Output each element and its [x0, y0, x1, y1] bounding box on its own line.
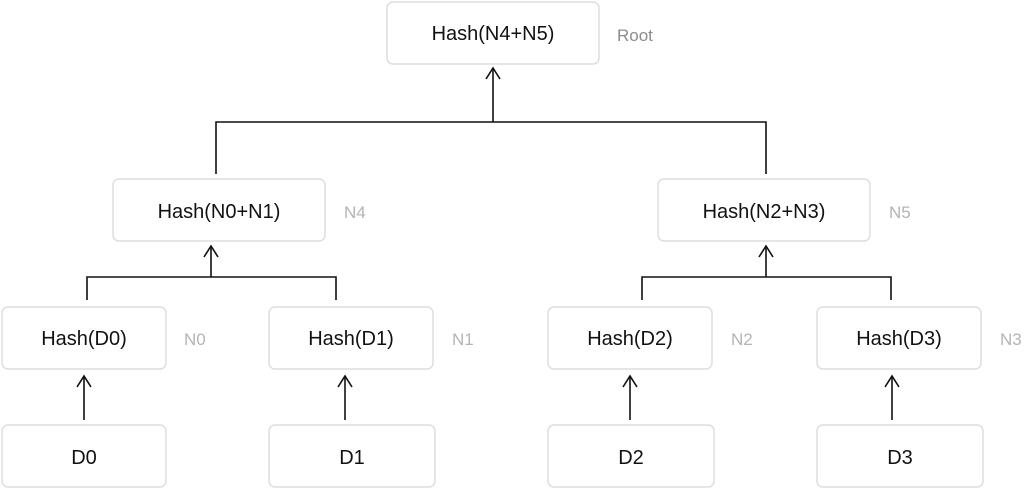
- node-n2-label: N2: [731, 330, 753, 349]
- connector-n4: [86, 244, 337, 300]
- root-node: Hash(N4+N5): [386, 1, 600, 65]
- data-block-d2-text: D2: [618, 447, 644, 469]
- node-n3-label: N3: [1000, 330, 1022, 349]
- root-label: Root: [617, 26, 653, 45]
- connector-root: [215, 66, 767, 174]
- node-n3: Hash(D3): [816, 306, 982, 370]
- node-n0-label: N0: [184, 330, 206, 349]
- node-n2: Hash(D2): [547, 306, 713, 370]
- arrow-d3: [884, 374, 900, 420]
- arrow-d0: [76, 374, 92, 420]
- node-n2-text: Hash(D2): [587, 328, 673, 350]
- root-node-text: Hash(N4+N5): [432, 23, 555, 45]
- arrow-d1: [337, 374, 353, 420]
- node-n0: Hash(D0): [1, 306, 167, 370]
- node-n1-label: N1: [452, 330, 474, 349]
- arrow-d2: [622, 374, 638, 420]
- node-n5-label: N5: [889, 203, 911, 222]
- node-n1-text: Hash(D1): [308, 328, 394, 350]
- node-n4: Hash(N0+N1): [112, 178, 326, 242]
- node-n5-text: Hash(N2+N3): [703, 201, 826, 223]
- data-block-d2: D2: [547, 424, 715, 488]
- data-block-d0: D0: [1, 424, 167, 488]
- node-n4-text: Hash(N0+N1): [158, 201, 281, 223]
- node-n5: Hash(N2+N3): [657, 178, 871, 242]
- node-n0-text: Hash(D0): [41, 328, 127, 350]
- data-block-d1: D1: [268, 424, 436, 488]
- connector-n5: [641, 244, 892, 300]
- data-block-d1-text: D1: [339, 447, 365, 469]
- data-block-d0-text: D0: [71, 447, 97, 469]
- node-n3-text: Hash(D3): [856, 328, 942, 350]
- node-n1: Hash(D1): [268, 306, 434, 370]
- node-n4-label: N4: [344, 203, 366, 222]
- data-block-d3-text: D3: [887, 447, 913, 469]
- data-block-d3: D3: [816, 424, 984, 488]
